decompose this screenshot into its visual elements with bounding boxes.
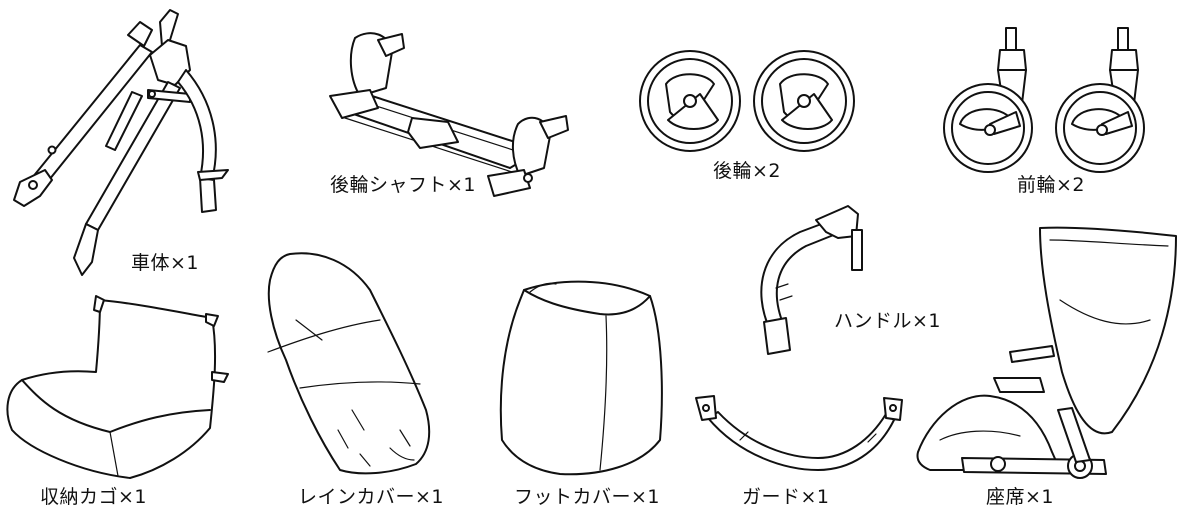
front-wheel-right (1056, 28, 1144, 172)
part-label-rain-cover: レインカバー×1 (298, 486, 445, 508)
part-label-storage-basket: 収納カゴ×1 (40, 486, 148, 508)
part-label-rear-wheels: 後輪×2 (713, 160, 782, 182)
part-label-guard: ガード×1 (742, 486, 830, 508)
part-label-foot-cover: フットカバー×1 (514, 486, 661, 508)
rear-wheel-right (754, 51, 854, 151)
rear-wheel-left (640, 51, 740, 151)
part-label-seat: 座席×1 (986, 486, 1055, 508)
part-label-front-wheels: 前輪×2 (1017, 174, 1086, 196)
front-wheel-left (944, 28, 1032, 172)
part-label-handle: ハンドル×1 (834, 310, 942, 332)
part-label-rear-axle: 後輪シャフト×1 (330, 174, 477, 196)
part-label-body-frame: 車体×1 (131, 252, 200, 274)
